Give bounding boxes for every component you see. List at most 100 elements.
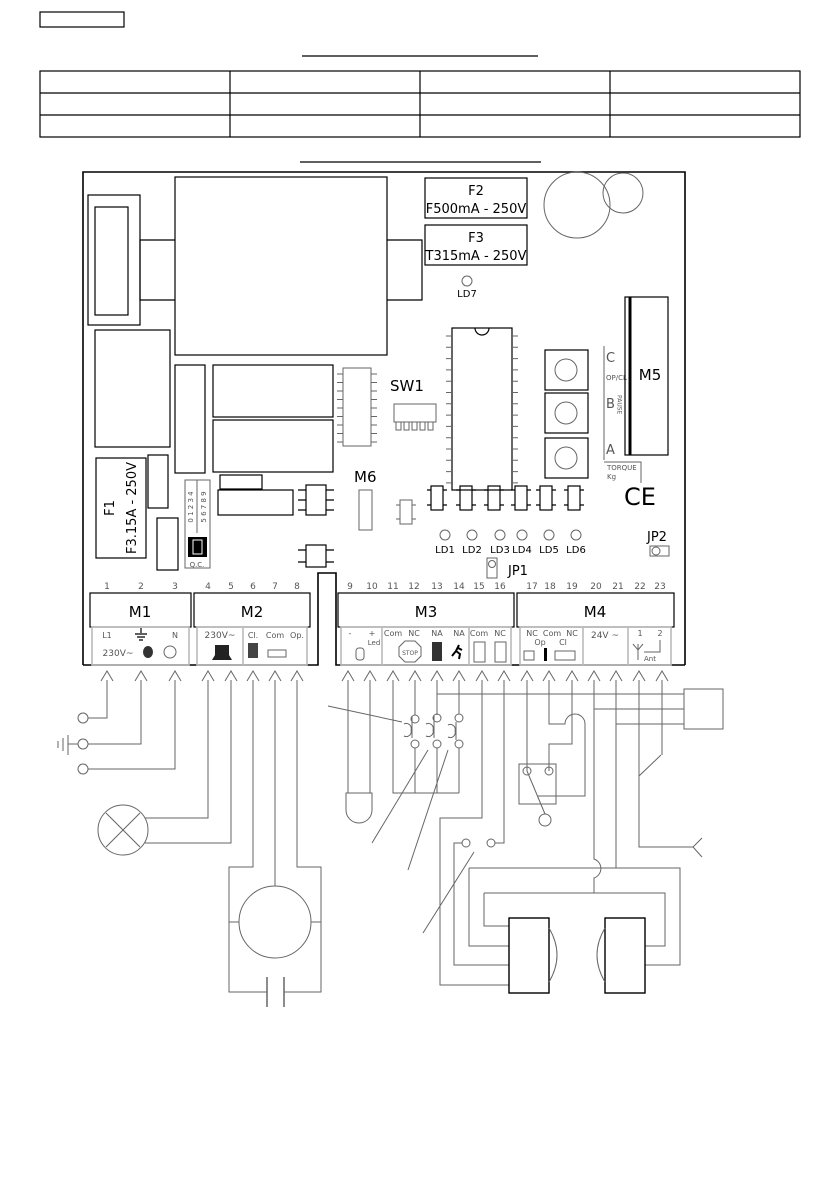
fuse-f3: F3 T315mA - 250V	[424, 224, 528, 266]
svg-text:Op.: Op.	[290, 631, 304, 640]
svg-text:Cl: Cl	[559, 638, 567, 647]
terminal-block-m2: M2 230V~ Cl. Com Op.	[193, 592, 311, 666]
flashing-lamp-icon	[97, 804, 149, 856]
terminal-block-m1: M1 L1 N 230V~	[89, 592, 192, 666]
trimmer-a[interactable]	[544, 437, 589, 479]
svg-text:M4: M4	[584, 603, 607, 621]
svg-text:M2: M2	[241, 603, 264, 621]
led-ld5: LD5	[536, 485, 559, 556]
terminal-number: 4	[205, 582, 211, 592]
svg-text:Cl.: Cl.	[248, 631, 258, 640]
connector-block	[87, 194, 141, 326]
terminal-arrow	[246, 670, 260, 682]
terminal-number: 19	[566, 582, 578, 592]
dip-switch-sw1[interactable]	[393, 403, 437, 431]
svg-text:Ant: Ant	[644, 655, 656, 663]
jumper-jp2[interactable]	[649, 545, 670, 557]
trimmer-b[interactable]	[544, 392, 589, 434]
terminal-arrow	[268, 670, 282, 682]
terminal-number: 21	[612, 582, 623, 592]
terminal-arrow	[363, 670, 377, 682]
led-ld1: LD1	[427, 485, 455, 556]
warning-led-icon	[345, 680, 373, 824]
terminal-number: 14	[453, 582, 465, 592]
led-label: LD3	[490, 545, 510, 556]
electrolytic-capacitor	[543, 171, 611, 239]
terminal-number: 5	[228, 582, 234, 592]
fuse-f1: F1 F3.15A - 250V	[95, 457, 147, 559]
terminal-arrow	[168, 670, 182, 682]
terminal-arrow	[100, 670, 114, 682]
svg-text:Com: Com	[543, 629, 561, 638]
terminal-number: 10	[366, 582, 378, 592]
svg-text:5 6 7 8 9: 5 6 7 8 9	[200, 491, 208, 522]
svg-text:Kg: Kg	[607, 473, 616, 481]
motor-icon	[238, 885, 312, 959]
terminal-block-m4: M4 NC Com NC Op Cl 24V ~ 1 2 Ant	[516, 592, 675, 666]
terminal-number: 18	[544, 582, 556, 592]
svg-text:C: C	[606, 351, 615, 366]
svg-text:M5: M5	[639, 366, 662, 384]
terminal-arrows	[100, 670, 669, 682]
component	[217, 489, 294, 516]
relay-2	[212, 419, 334, 473]
connector-inner	[94, 206, 129, 316]
jp2-label: JP2	[646, 530, 667, 545]
svg-text:230V~: 230V~	[103, 649, 134, 659]
svg-text:NC: NC	[566, 629, 578, 638]
svg-text:L1: L1	[102, 631, 112, 640]
terminal-arrow	[655, 670, 669, 682]
svg-text:NA: NA	[453, 629, 465, 638]
jumper-jp1[interactable]	[486, 557, 498, 579]
optocoupler	[396, 499, 416, 525]
led-label: LD6	[566, 545, 586, 556]
component-block	[156, 517, 179, 571]
terminal-number: 12	[408, 582, 419, 592]
terminal-arrow	[341, 670, 355, 682]
terminal-number: 22	[634, 582, 645, 592]
quick-close-selector[interactable]: 0 1 2 3 4 5 6 7 8 9 Q.C.	[184, 479, 211, 569]
connector-m5: M5	[624, 296, 669, 456]
terminal-number: 20	[590, 582, 602, 592]
svg-text:NC: NC	[526, 629, 538, 638]
svg-text:A: A	[606, 443, 615, 458]
terminal-earth-point	[77, 738, 89, 750]
earth-icon	[57, 735, 78, 755]
terminal-arrow	[201, 670, 215, 682]
svg-text:NC: NC	[408, 629, 420, 638]
limit-switch-icon	[518, 763, 557, 805]
svg-text:TORQUE: TORQUE	[606, 464, 637, 472]
svg-text:Led: Led	[368, 639, 381, 647]
svg-text:F1: F1	[103, 500, 118, 516]
terminal-arrow	[520, 670, 534, 682]
transistor	[298, 544, 334, 568]
led-label: LD5	[539, 545, 559, 556]
capacitor-small	[602, 172, 644, 214]
svg-text:F3: F3	[468, 231, 484, 246]
trimmer-labels: C OP/CL B PAUSE A TORQUE Kg	[603, 346, 642, 483]
terminal-arrow	[609, 670, 623, 682]
terminal-arrow	[134, 670, 148, 682]
microcontroller	[446, 327, 518, 491]
ce-mark: CE	[624, 483, 656, 511]
transistor	[298, 484, 334, 516]
terminal-arrow	[565, 670, 579, 682]
terminal-number: 16	[494, 582, 506, 592]
led-label: LD2	[462, 545, 482, 556]
svg-text:T315mA - 250V: T315mA - 250V	[425, 249, 527, 264]
led-label: LD1	[435, 545, 455, 556]
svg-text:230V~: 230V~	[205, 631, 236, 641]
terminal-number: 15	[473, 582, 484, 592]
terminal-number: 9	[347, 582, 353, 592]
spec-table	[39, 70, 801, 138]
trimmer-c[interactable]	[544, 349, 589, 391]
led-ld3: LD3	[484, 485, 510, 556]
capacitor-icon	[266, 977, 285, 1007]
terminal-number: 11	[387, 582, 398, 592]
receiver-box-icon	[683, 688, 724, 730]
jp1-label: JP1	[507, 564, 528, 579]
svg-text:F2: F2	[468, 184, 484, 199]
svg-text:OP/CL: OP/CL	[606, 374, 627, 382]
